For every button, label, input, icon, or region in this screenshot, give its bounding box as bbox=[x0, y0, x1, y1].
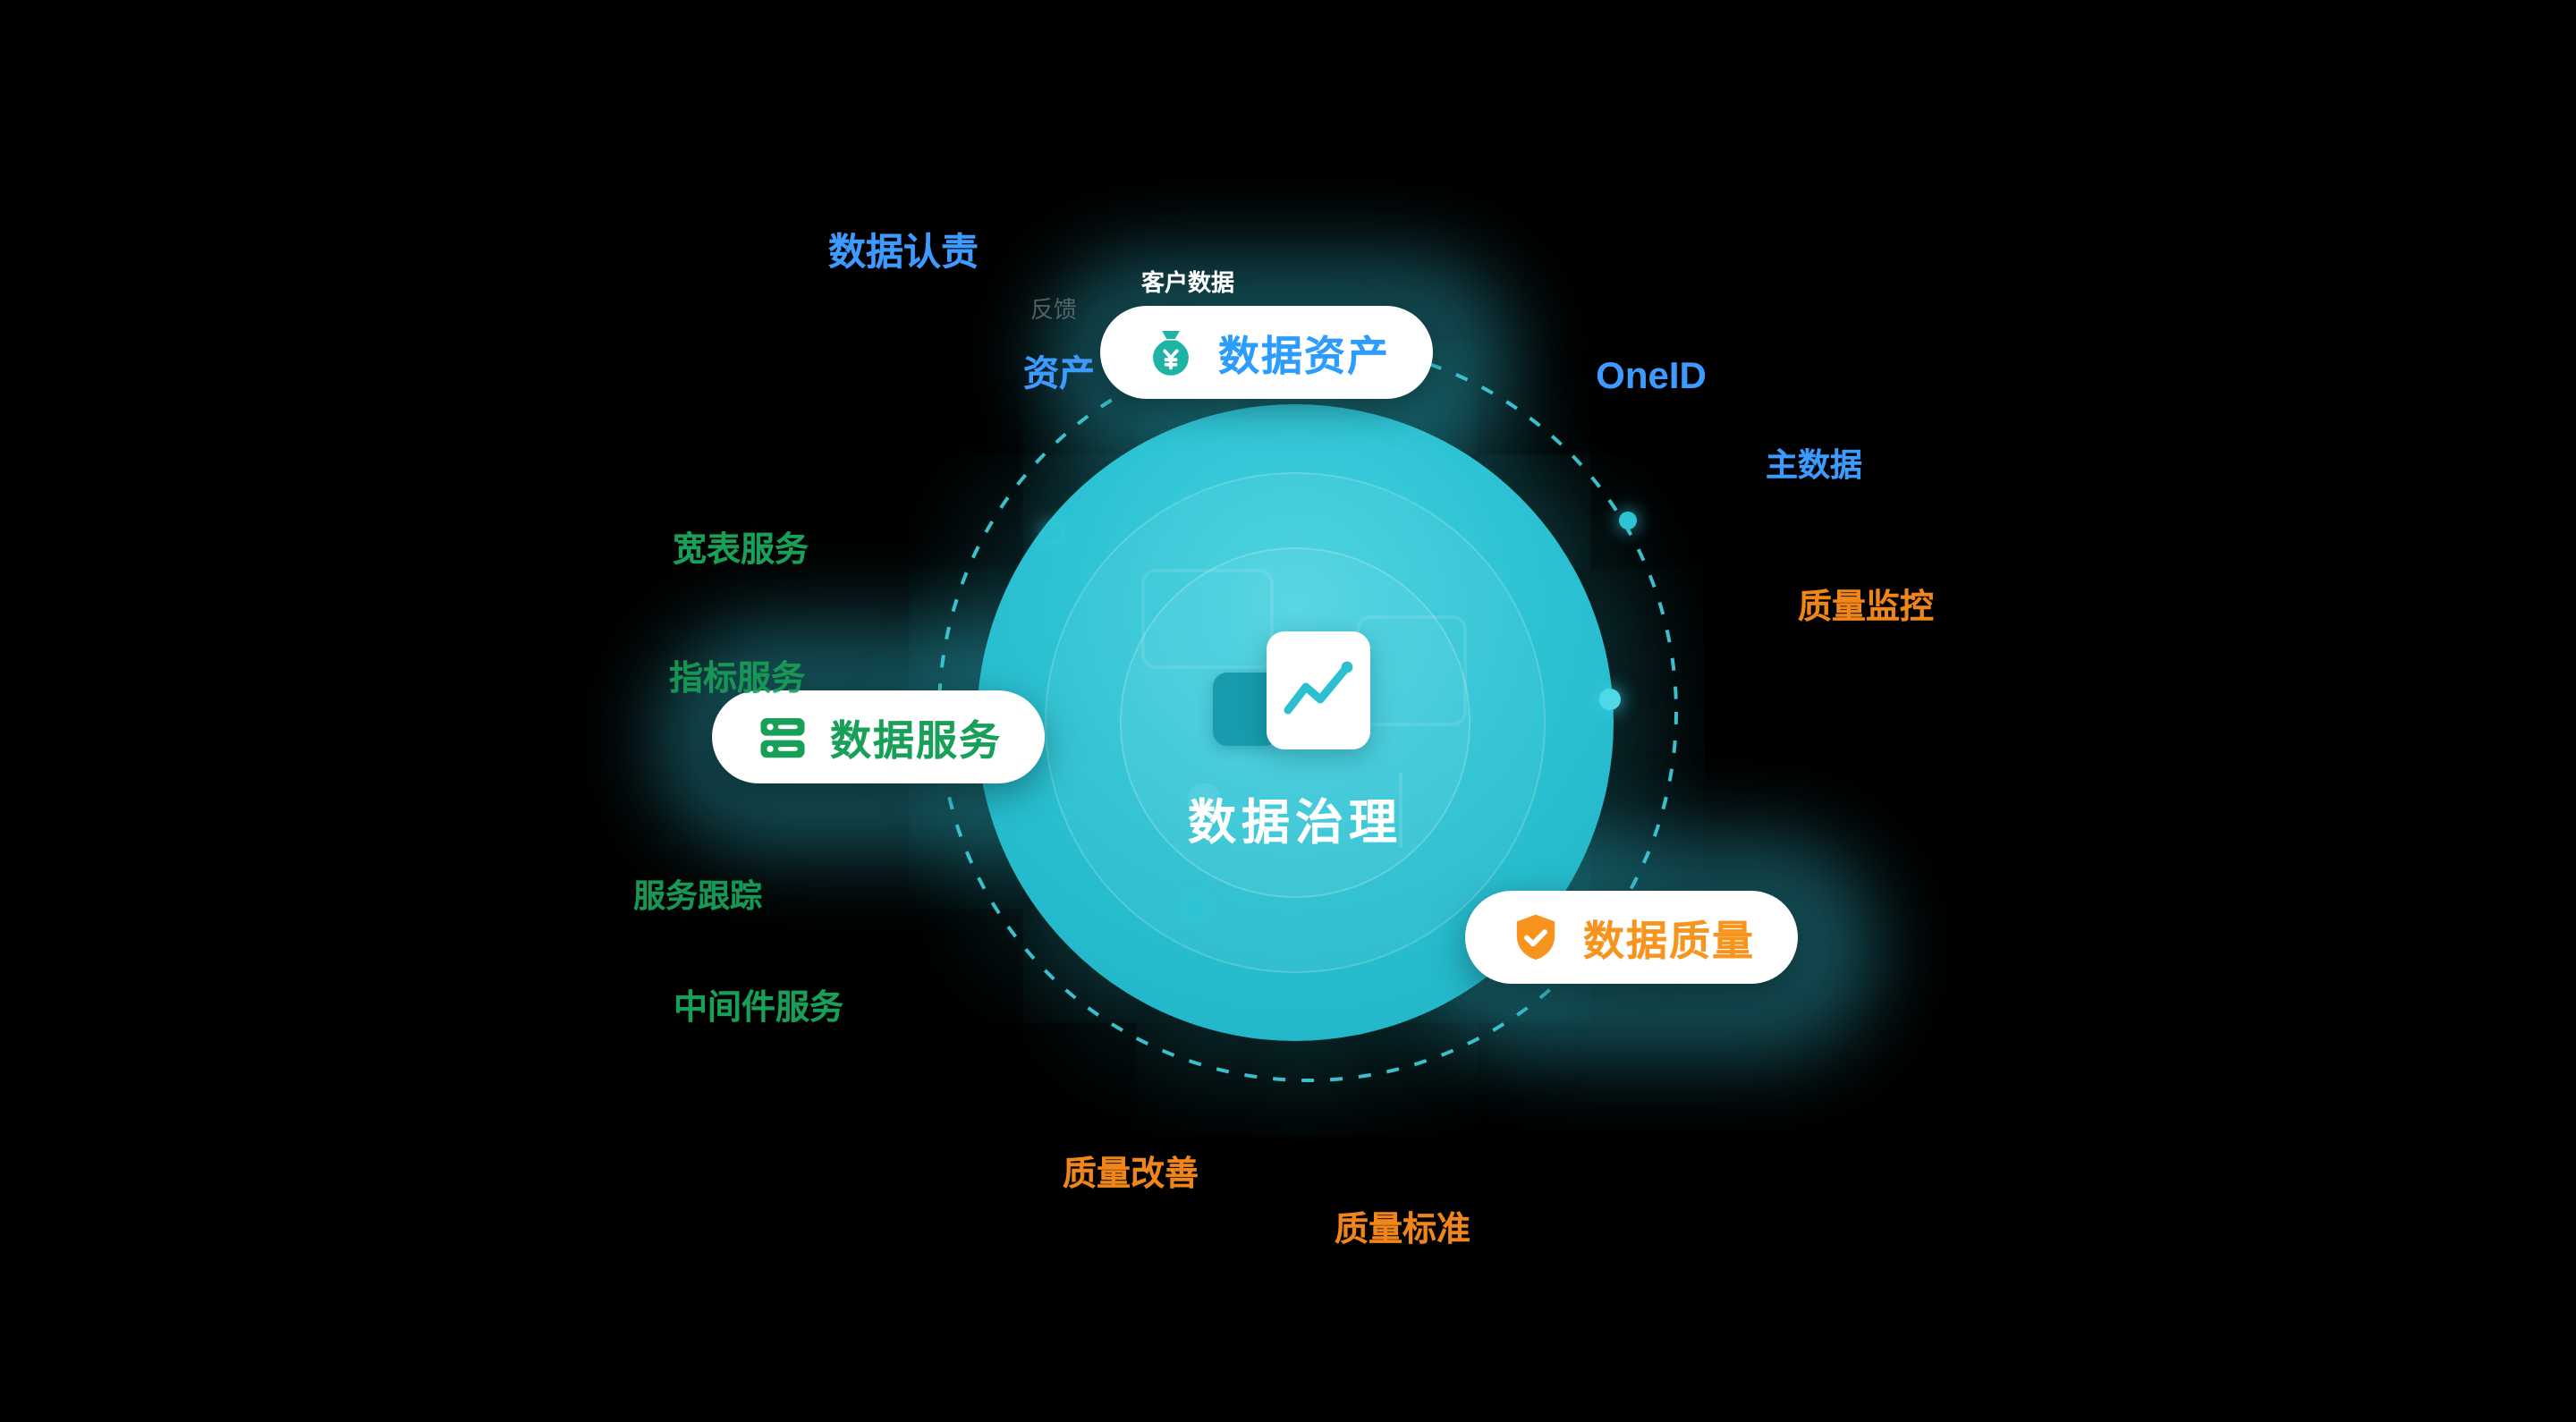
node-data-asset: 数据资产 bbox=[1100, 306, 1433, 399]
orbit-dot bbox=[1619, 512, 1637, 529]
label-quality-monitoring: 质量监控 bbox=[1797, 589, 1935, 627]
orbit-dot bbox=[1599, 689, 1621, 710]
orbit-dot bbox=[1186, 900, 1204, 918]
node-label: 数据质量 bbox=[1583, 918, 1755, 964]
document-chart-icon bbox=[1267, 631, 1370, 749]
circuit-decoration bbox=[1188, 783, 1220, 816]
money-bag-icon bbox=[1143, 325, 1199, 380]
circuit-decoration bbox=[1356, 615, 1467, 726]
label-quality-standard: 质量标准 bbox=[1334, 1212, 1471, 1249]
label-quality-improvement: 质量改善 bbox=[1062, 1156, 1199, 1194]
node-data-quality: 数据质量 bbox=[1465, 891, 1798, 984]
label-oneid: OneID bbox=[1596, 356, 1707, 397]
label-data-accountability: 数据认责 bbox=[828, 233, 979, 274]
label-asset: 资产 bbox=[1023, 355, 1095, 394]
label-metric-service: 指标服务 bbox=[668, 661, 806, 698]
label-customer-data: 客户数据 bbox=[1140, 269, 1235, 296]
shield-check-icon bbox=[1508, 910, 1563, 965]
server-stack-icon bbox=[755, 709, 810, 765]
label-feedback: 反馈 bbox=[1030, 296, 1078, 323]
label-wide-table-service: 宽表服务 bbox=[672, 532, 809, 570]
node-data-service: 数据服务 bbox=[712, 690, 1045, 783]
label-service-tracking: 服务跟踪 bbox=[633, 878, 762, 914]
node-label: 数据资产 bbox=[1218, 333, 1390, 379]
node-label: 数据服务 bbox=[830, 717, 1002, 764]
label-master-data: 主数据 bbox=[1766, 447, 1862, 483]
orbit-dot bbox=[1043, 524, 1061, 542]
circuit-decoration bbox=[1141, 569, 1274, 669]
circuit-decoration bbox=[1399, 773, 1402, 848]
label-middleware-service: 中间件服务 bbox=[673, 990, 844, 1028]
center-title: 数据治理 bbox=[1188, 796, 1402, 850]
